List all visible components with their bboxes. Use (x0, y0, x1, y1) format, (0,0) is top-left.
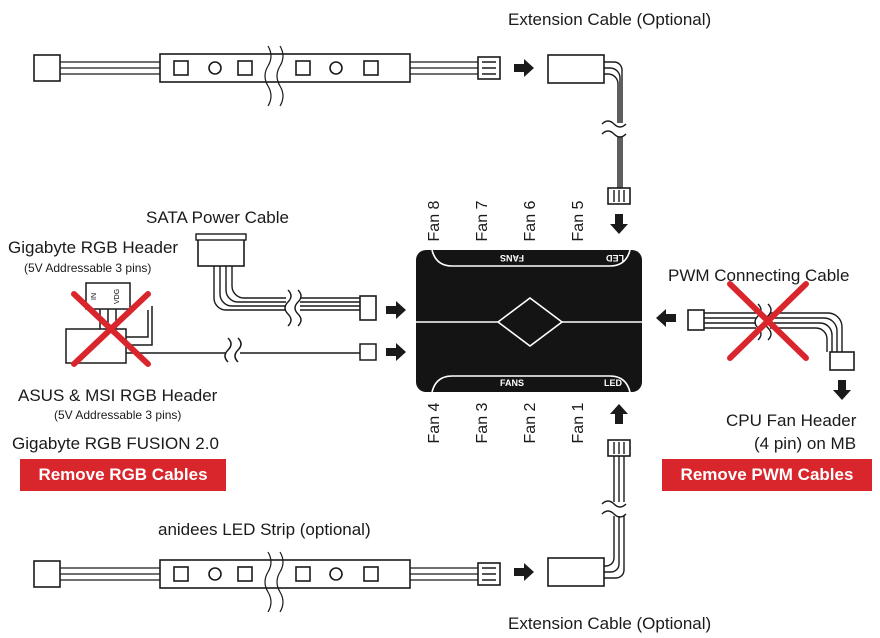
gigabyte-header-sub-label: (5V Addressable 3 pins) (24, 261, 152, 275)
cpu-fan-header-label: CPU Fan Header (726, 411, 857, 430)
remove-rgb-cables-badge: Remove RGB Cables (20, 459, 226, 491)
fan-7-label: Fan 7 (474, 200, 491, 242)
pin-label-in: IN (91, 293, 98, 300)
cpu-fan-header-sub-label: (4 pin) on MB (754, 434, 857, 453)
fan-3-label: Fan 3 (474, 402, 491, 444)
sata-power-label: SATA Power Cable (146, 208, 289, 227)
extension-cable-bottom (547, 439, 631, 587)
pin-label-vdg: VDG (114, 289, 121, 304)
rgb-header-connector (65, 282, 377, 364)
gigabyte-fusion-label: Gigabyte RGB FUSION 2.0 (12, 434, 219, 453)
sata-power-cable (195, 233, 377, 327)
fan-hub (416, 249, 642, 393)
red-x-rgb-icon (71, 291, 151, 367)
extension-cable-bottom-label: Extension Cable (Optional) (508, 614, 712, 633)
arrow-right-icon (386, 301, 406, 319)
hub-bottom-fans-label: FANS (500, 378, 525, 388)
arrow-right-icon (386, 343, 406, 361)
fan-5-label: Fan 5 (570, 200, 587, 242)
led-strip-label: anidees LED Strip (optional) (158, 520, 371, 539)
arrow-down-icon (833, 380, 851, 400)
hub-top-led-label: LED (606, 253, 624, 263)
extension-cable-top (547, 54, 631, 205)
gigabyte-header-label: Gigabyte RGB Header (8, 238, 179, 257)
remove-pwm-cables-badge: Remove PWM Cables (662, 459, 872, 491)
arrow-right-icon (514, 59, 534, 77)
fan-8-label: Fan 8 (426, 200, 443, 242)
hub-bottom-led-label: LED (604, 378, 622, 388)
arrow-left-icon (656, 309, 676, 327)
arrow-down-icon (610, 214, 628, 234)
extension-cable-top-label: Extension Cable (Optional) (508, 10, 712, 29)
fan-4-label: Fan 4 (426, 402, 443, 444)
led-strip-bottom (33, 551, 501, 613)
pwm-cable-label: PWM Connecting Cable (668, 266, 850, 285)
arrow-right-icon (514, 563, 534, 581)
asus-msi-header-label: ASUS & MSI RGB Header (18, 386, 218, 405)
hub-top-fans-label: FANS (500, 253, 525, 263)
red-x-pwm-icon (727, 281, 809, 361)
fan-2-label: Fan 2 (522, 402, 539, 444)
asus-msi-header-sub-label: (5V Addressable 3 pins) (54, 408, 182, 422)
led-strip-top (33, 45, 501, 107)
fan-1-label: Fan 1 (570, 402, 587, 444)
arrow-up-icon (610, 404, 628, 424)
fan-6-label: Fan 6 (522, 200, 539, 242)
